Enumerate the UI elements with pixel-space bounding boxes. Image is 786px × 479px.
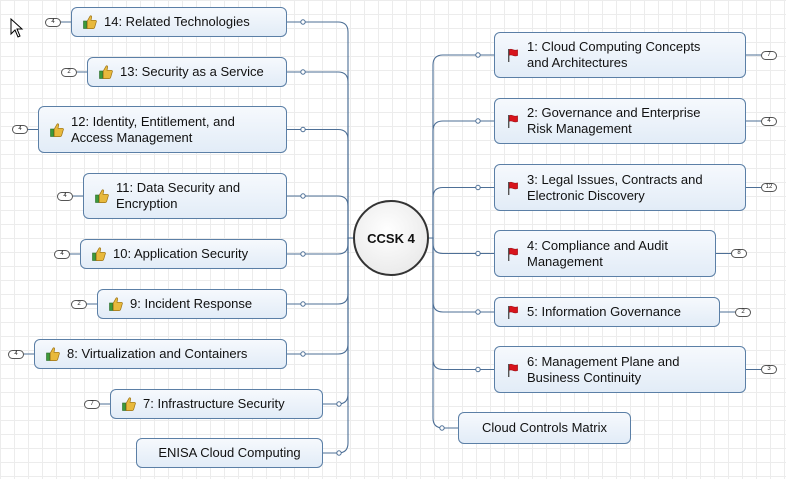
- topic-5-information-governance[interactable]: 5: Information Governance: [494, 297, 720, 327]
- subtopic-count-badge[interactable]: 4: [12, 125, 28, 134]
- topic-label: ENISA Cloud Computing: [158, 445, 301, 460]
- thumbs-up-icon: [82, 14, 98, 30]
- topic-10-application-security[interactable]: 10: Application Security: [80, 239, 287, 269]
- topic-9-incident-response[interactable]: 9: Incident Response: [97, 289, 287, 319]
- subtopic-count-badge[interactable]: 7: [84, 399, 100, 409]
- topic-label: Cloud Controls Matrix: [482, 420, 607, 435]
- topic-label: 5: Information Governance: [527, 304, 681, 319]
- subtopic-count-badge[interactable]: 4: [54, 249, 70, 259]
- subtopic-count-badge[interactable]: 3: [761, 365, 777, 374]
- thumbs-up-icon: [108, 296, 124, 312]
- topic-label: 7: Infrastructure Security: [143, 396, 285, 411]
- topic-cloud-controls-matrix[interactable]: Cloud Controls Matrix: [458, 412, 631, 444]
- topic-enisa-cloud-computing[interactable]: ENISA Cloud Computing: [136, 438, 323, 468]
- subtopic-count-badge[interactable]: 2: [735, 307, 751, 317]
- subtopic-count-badge[interactable]: 7: [761, 50, 777, 60]
- subtopic-count-badge[interactable]: 12: [761, 183, 777, 192]
- red-flag-icon: [505, 113, 521, 129]
- thumbs-up-icon: [49, 122, 65, 138]
- topic-label: 14: Related Technologies: [104, 14, 250, 29]
- red-flag-icon: [505, 362, 521, 378]
- thumbs-up-icon: [98, 64, 114, 80]
- red-flag-icon: [505, 180, 521, 196]
- central-topic[interactable]: CCSK 4: [353, 200, 429, 276]
- topic-label: 8: Virtualization and Containers: [67, 346, 248, 361]
- red-flag-icon: [505, 304, 521, 320]
- subtopic-count-badge[interactable]: 4: [57, 191, 73, 201]
- mouse-cursor-icon: [10, 18, 24, 38]
- topic-13-security-as-a-service[interactable]: 13: Security as a Service: [87, 57, 287, 87]
- subtopic-count-badge[interactable]: 4: [8, 349, 24, 359]
- subtopic-count-badge[interactable]: 2: [71, 299, 87, 309]
- central-topic-label: CCSK 4: [367, 230, 415, 246]
- topic-8-virtualization-and-containers[interactable]: 8: Virtualization and Containers: [34, 339, 287, 369]
- thumbs-up-icon: [91, 246, 107, 262]
- red-flag-icon: [505, 47, 521, 63]
- topic-label: 9: Incident Response: [130, 296, 253, 311]
- topic-7-infrastructure-security[interactable]: 7: Infrastructure Security: [110, 389, 323, 419]
- thumbs-up-icon: [45, 346, 61, 362]
- subtopic-count-badge[interactable]: 4: [45, 17, 61, 27]
- topic-14-related-technologies[interactable]: 14: Related Technologies: [71, 7, 287, 37]
- topic-label: 10: Application Security: [113, 246, 249, 261]
- thumbs-up-icon: [121, 396, 137, 412]
- red-flag-icon: [505, 246, 521, 262]
- subtopic-count-badge[interactable]: 2: [61, 67, 77, 77]
- topic-label: 13: Security as a Service: [120, 64, 264, 79]
- subtopic-count-badge[interactable]: 8: [731, 249, 747, 258]
- subtopic-count-badge[interactable]: 4: [761, 116, 777, 126]
- thumbs-up-icon: [94, 188, 110, 204]
